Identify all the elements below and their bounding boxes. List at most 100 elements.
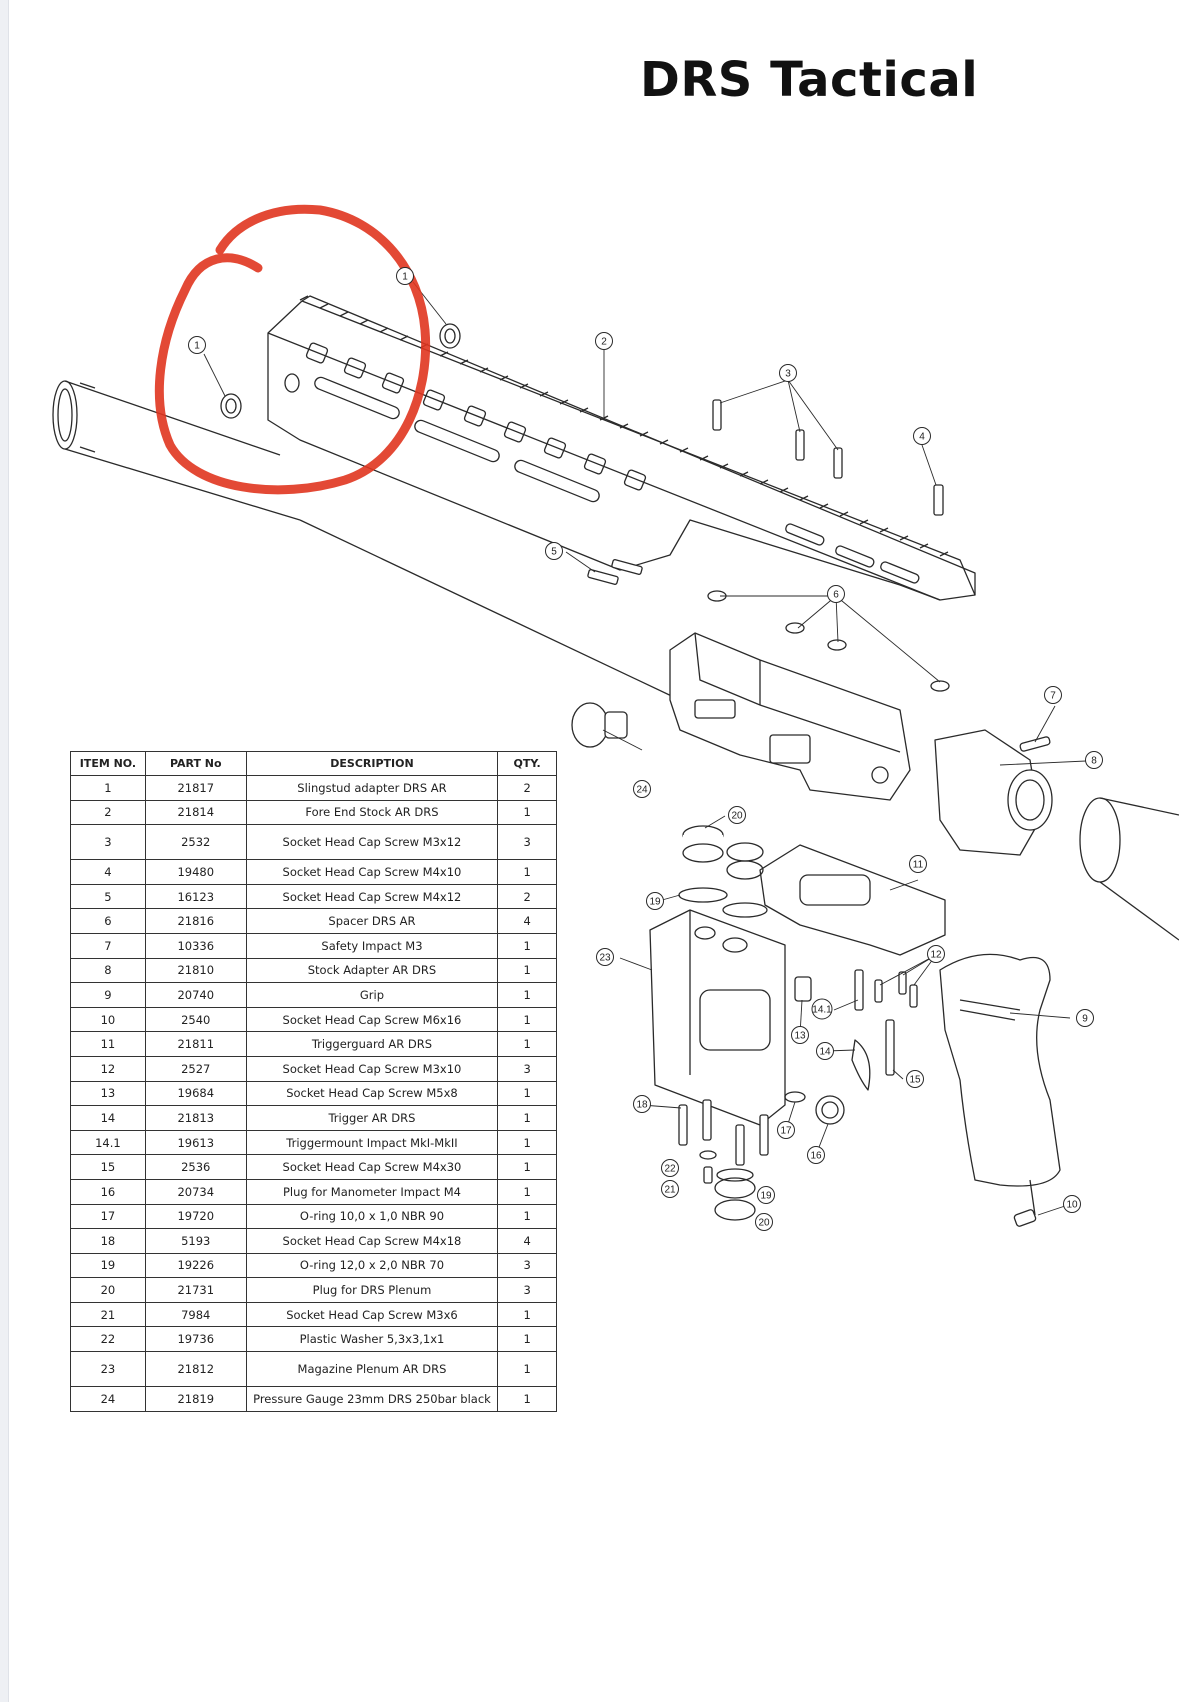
balloon-2: 2 [595,332,613,350]
item-no-cell: 10 [70,1006,146,1033]
balloon-label: 2 [601,337,607,348]
balloon-14: 14 [816,1042,834,1060]
qty-cell: 1 [497,1105,557,1131]
balloon-15: 15 [906,1070,924,1088]
qty-cell: 4 [497,908,557,934]
description-cell: Plug for DRS Plenum [245,1277,499,1303]
qty-cell: 3 [497,1055,557,1082]
description-cell: O-ring 10,0 x 1,0 NBR 90 [245,1203,499,1230]
balloon-label: 20 [731,811,743,822]
balloon-12: 12 [927,945,945,963]
balloon-label: 23 [599,953,611,964]
balloon-21: 21 [661,1180,679,1198]
balloon-label: 1 [194,341,200,352]
part-no-cell: 19720 [144,1203,247,1230]
item-no-cell: 7 [70,932,146,959]
balloon-label: 1 [402,272,408,283]
item-no-cell: 13 [70,1080,146,1107]
part-no-cell: 16123 [144,883,247,910]
balloon-8: 8 [1085,751,1103,769]
balloon-13: 13 [791,1026,809,1044]
part-no-cell: 19480 [144,859,247,885]
part-no-cell: 2540 [144,1006,247,1033]
balloon-label: 24 [636,785,648,796]
balloon-label: 14 [819,1047,831,1058]
qty-cell: 1 [497,859,557,885]
part-no-cell: 19736 [144,1326,247,1353]
part-no-cell: 21813 [144,1105,247,1131]
balloon-callouts: 1123456789101112131414.11516171819192020… [188,267,1103,1231]
description-cell: Trigger AR DRS [245,1105,499,1131]
balloon-label: 15 [909,1075,921,1086]
item-no-cell: 3 [70,824,146,861]
balloon-label: 4 [919,432,925,443]
qty-cell: 1 [497,1326,557,1353]
qty-cell: 1 [497,982,557,1008]
balloon-label: 18 [636,1100,648,1111]
part-no-cell: 21819 [144,1386,247,1412]
part-no-cell: 21812 [144,1351,247,1388]
balloon-label: 3 [785,369,791,380]
item-no-cell: 1 [70,775,146,801]
description-cell: Grip [245,982,499,1008]
qty-cell: 3 [497,1252,557,1279]
qty-cell: 1 [497,1351,557,1388]
fore-end-stock-part [267,295,976,601]
page-left-edge [0,0,9,1702]
qty-cell: 1 [497,1031,557,1057]
part-no-cell: 19226 [144,1252,247,1279]
part-no-cell: 20734 [144,1178,247,1205]
balloon-label: 11 [913,860,924,871]
part-no-cell: 19684 [144,1080,247,1107]
item-no-cell: 22 [70,1326,146,1353]
balloon-3: 3 [779,364,797,382]
balloon-20: 20 [728,806,746,824]
header-description: DESCRIPTION [245,751,499,776]
item-no-cell: 14.1 [70,1129,146,1156]
balloon-20: 20 [755,1213,773,1231]
triggerguard-part [759,844,946,956]
description-cell: Magazine Plenum AR DRS [245,1351,499,1388]
balloon-label: 5 [551,547,557,558]
cap-screws-upper [587,399,944,585]
description-cell: Triggerguard AR DRS [245,1031,499,1057]
description-cell: Socket Head Cap Screw M4x18 [245,1228,499,1254]
description-cell: Socket Head Cap Screw M4x12 [245,883,499,910]
description-cell: Plastic Washer 5,3x3,1x1 [245,1326,499,1353]
balloon-6: 6 [827,585,845,603]
spacer-parts [707,590,950,692]
balloon-7: 7 [1044,686,1062,704]
header-part-no: PART No [144,751,247,776]
balloon-24: 24 [633,780,651,798]
lower-screws-parts [678,1099,769,1184]
highlight-circle-annotation [154,204,431,495]
balloon-label: 6 [833,590,839,601]
description-cell: Socket Head Cap Screw M3x10 [245,1055,499,1082]
part-no-cell: 21816 [144,908,247,934]
description-cell: Socket Head Cap Screw M6x16 [245,1006,499,1033]
item-no-cell: 21 [70,1301,146,1328]
balloon-label: 17 [780,1126,792,1137]
balloon-1: 1 [188,336,206,354]
qty-cell: 2 [497,775,557,801]
qty-cell: 1 [497,1006,557,1033]
balloon-label: 7 [1050,691,1056,702]
part-no-cell: 2532 [144,824,247,861]
item-no-cell: 23 [70,1351,146,1388]
